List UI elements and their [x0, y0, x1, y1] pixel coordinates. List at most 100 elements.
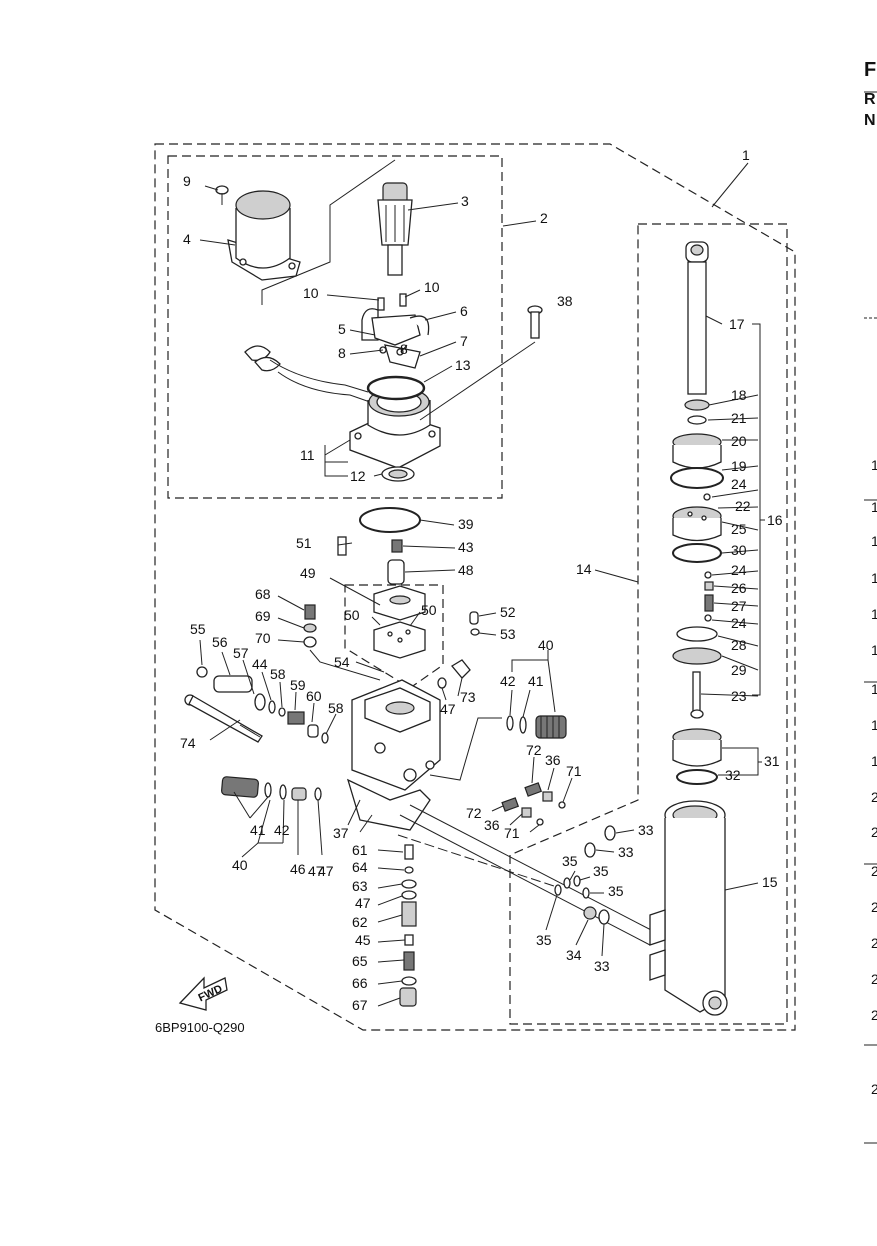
plate-29: [672, 647, 722, 665]
callout-label: 62: [352, 914, 368, 930]
callout-label: 39: [458, 516, 474, 532]
callout-label: 51: [296, 535, 312, 551]
pipe: [399, 814, 651, 946]
plug-70: [303, 636, 317, 648]
pipe: [409, 804, 656, 933]
callout-label: 8: [400, 341, 408, 357]
pump-body: [346, 679, 441, 831]
spring-72-b: [501, 797, 520, 812]
row-index-digit: 2: [871, 824, 877, 840]
bolt-23: [690, 671, 704, 719]
assembly-boundary-cylinder: [509, 223, 788, 1025]
gasket-39: [359, 507, 421, 533]
o-ring-32: [676, 769, 718, 785]
row-index-digit: 1: [871, 681, 877, 697]
callout-label: 24: [731, 615, 747, 631]
pipe-hidden: [397, 834, 561, 889]
leader: [419, 341, 536, 421]
ball-24-a: [703, 493, 711, 501]
brush-holder: [361, 293, 430, 369]
spring-68: [304, 604, 316, 620]
lead-wire: [244, 345, 371, 403]
callout-label: 36: [484, 817, 500, 833]
callout-label: 34: [566, 947, 582, 963]
plug-60: [307, 724, 319, 738]
row-index-digit: 1: [871, 499, 877, 515]
o-ring-44: [268, 700, 276, 714]
callout-label: 50: [421, 602, 437, 618]
o-ring-41-left: [264, 782, 272, 798]
spring-27: [704, 594, 714, 612]
callout-label: 52: [500, 604, 516, 620]
callout-label: 20: [731, 433, 747, 449]
bolt-38: [527, 305, 543, 339]
valve-36: [542, 791, 553, 802]
callout-label: 49: [300, 565, 316, 581]
o-ring-47-left: [314, 787, 322, 801]
callout-label: 4: [183, 231, 191, 247]
callout-label: 43: [458, 539, 474, 555]
plug-67: [399, 987, 417, 1007]
filter-40-left: [221, 776, 259, 798]
callout-label: 28: [731, 637, 747, 653]
callout-label: 47: [308, 863, 324, 879]
filter-34: [583, 906, 597, 920]
callout-label: 61: [352, 842, 368, 858]
callout-labels: 1 2 3 4 5 6 7 8 8 9 10 10 11 12 13 14 15…: [180, 147, 783, 1013]
assembly-boundary-outer: [154, 143, 796, 1031]
seal-18: [684, 399, 710, 411]
o-ring-53: [470, 628, 480, 636]
valve-36-b: [521, 807, 532, 818]
callout-label: 67: [352, 997, 368, 1013]
plate-28: [676, 626, 718, 642]
callout-label: 57: [233, 645, 249, 661]
spring-59: [287, 711, 305, 725]
callout-label: 66: [352, 975, 368, 991]
row-index-digit: 1: [871, 457, 877, 473]
callout-label: 69: [255, 608, 271, 624]
page-edge-letter: R: [864, 91, 876, 108]
row-index-digit: 2: [871, 935, 877, 951]
ball-24-b: [704, 571, 712, 579]
o-ring-19: [670, 467, 724, 489]
callout-label: 26: [731, 580, 747, 596]
spring-72: [524, 782, 543, 797]
o-ring-57: [254, 693, 266, 711]
callout-label: 72: [466, 805, 482, 821]
o-ring-47-top: [437, 677, 447, 689]
valve-62: [401, 901, 417, 927]
callout-label: 35: [608, 883, 624, 899]
callout-label: 56: [212, 634, 228, 650]
callout-label: 58: [270, 666, 286, 682]
callout-label: 40: [232, 857, 248, 873]
row-index-digit: 2: [871, 1007, 877, 1023]
callout-label: 30: [731, 542, 747, 558]
callout-label: 3: [461, 193, 469, 209]
callout-label: 68: [255, 586, 271, 602]
o-ring-33-b: [584, 842, 596, 858]
row-index-digit: 2: [871, 1081, 877, 1097]
callout-label: 15: [762, 874, 778, 890]
armature: [377, 182, 413, 276]
spring-43: [391, 539, 403, 553]
callout-label: 1: [742, 147, 750, 163]
o-ring-42-left: [279, 784, 287, 800]
callout-label: 9: [183, 173, 191, 189]
assembly-boundary-motor: [167, 155, 503, 499]
callout-label: 71: [504, 825, 520, 841]
callout-label: 46: [290, 861, 306, 877]
callout-label: 33: [618, 844, 634, 860]
o-ring-42-right: [506, 715, 514, 731]
callout-label: 41: [528, 673, 544, 689]
callout-label: 71: [566, 763, 582, 779]
row-index-digit: 1: [871, 717, 877, 733]
o-ring-21: [687, 415, 707, 425]
valve-block: [373, 585, 426, 659]
o-ring-35-a: [563, 877, 571, 889]
callout-label: 31: [764, 753, 780, 769]
screw-9: [215, 185, 229, 205]
callout-label: 42: [274, 822, 290, 838]
callout-label: 27: [731, 598, 747, 614]
callout-label: 19: [731, 458, 747, 474]
